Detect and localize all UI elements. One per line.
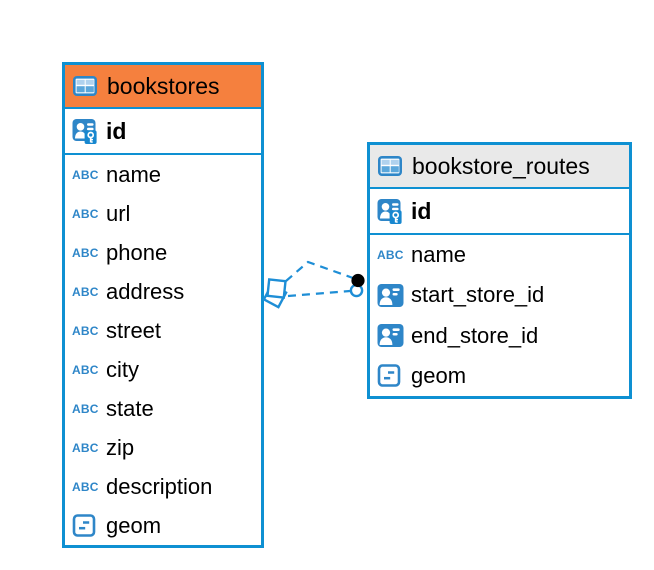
column-row-name[interactable]: ABC name (65, 155, 261, 194)
reference-type-icon (377, 283, 406, 308)
geometry-type-icon (72, 513, 101, 538)
relationship-line[interactable] (285, 260, 354, 282)
column-name: geom (106, 512, 162, 538)
table-header[interactable]: bookstore_routes (370, 145, 629, 187)
column-name: state (106, 395, 154, 421)
column-row-start_store_id[interactable]: start_store_id (370, 275, 629, 315)
column-name: address (106, 278, 185, 304)
table-title: bookstores (107, 72, 220, 99)
geometry-type-icon (377, 363, 406, 388)
header-divider (370, 187, 629, 189)
column-row-geom[interactable]: geom (65, 506, 261, 545)
string-type-icon: ABC (72, 480, 101, 494)
column-row-id[interactable]: id (370, 189, 629, 233)
table-title: bookstore_routes (412, 152, 590, 179)
column-name: id (411, 197, 432, 224)
column-name: geom (411, 362, 467, 388)
primary-key-icon (72, 118, 101, 145)
header-divider (65, 107, 261, 109)
string-type-icon: ABC (72, 440, 99, 455)
string-type-icon: ABC (72, 323, 99, 338)
column-name: name (106, 161, 162, 187)
column-name: city (106, 356, 139, 382)
relationship-diamond-marker[interactable] (266, 278, 287, 299)
key-divider (65, 153, 261, 155)
column-row-name[interactable]: ABC name (370, 235, 629, 275)
string-type-icon: ABC (72, 246, 101, 260)
column-name: description (106, 473, 213, 499)
string-type-icon: ABC (72, 167, 99, 182)
column-row-address[interactable]: ABC address (65, 272, 261, 311)
column-row-description[interactable]: ABC description (65, 467, 261, 506)
table-icon (377, 154, 406, 178)
string-type-icon: ABC (377, 248, 404, 263)
reference-type-icon (377, 323, 406, 348)
column-name: phone (106, 239, 168, 265)
string-type-icon: ABC (72, 401, 99, 416)
column-row-end_store_id[interactable]: end_store_id (370, 316, 629, 356)
string-type-icon: ABC (72, 479, 99, 494)
key-divider (370, 233, 629, 235)
string-type-icon: ABC (72, 402, 101, 416)
column-row-geom[interactable]: geom (370, 356, 629, 396)
primary-key-icon (377, 198, 406, 225)
column-row-city[interactable]: ABC city (65, 350, 261, 389)
table-icon (72, 74, 101, 98)
string-type-icon: ABC (72, 168, 101, 182)
string-type-icon: ABC (72, 245, 99, 260)
column-row-id[interactable]: id (65, 109, 261, 153)
column-name: end_store_id (411, 322, 539, 348)
column-name: street (106, 317, 162, 343)
column-name: name (411, 242, 467, 268)
string-type-icon: ABC (72, 324, 101, 338)
column-row-phone[interactable]: ABC phone (65, 233, 261, 272)
string-type-icon: ABC (72, 206, 99, 221)
table-header[interactable]: bookstores (65, 65, 261, 107)
column-name: id (106, 117, 127, 144)
column-row-zip[interactable]: ABC zip (65, 428, 261, 467)
column-row-street[interactable]: ABC street (65, 311, 261, 350)
string-type-icon: ABC (72, 362, 99, 377)
string-type-icon: ABC (72, 285, 101, 299)
string-type-icon: ABC (72, 441, 101, 455)
string-type-icon: ABC (72, 284, 99, 299)
relationship-line[interactable] (287, 289, 351, 298)
column-row-state[interactable]: ABC state (65, 389, 261, 428)
column-name: start_store_id (411, 282, 545, 308)
string-type-icon: ABC (72, 363, 101, 377)
string-type-icon: ABC (72, 207, 101, 221)
string-type-icon: ABC (377, 248, 406, 262)
relationship-dot-marker[interactable] (351, 273, 365, 288)
column-row-url[interactable]: ABC url (65, 194, 261, 233)
column-name: zip (106, 434, 135, 460)
column-name: url (106, 200, 131, 226)
